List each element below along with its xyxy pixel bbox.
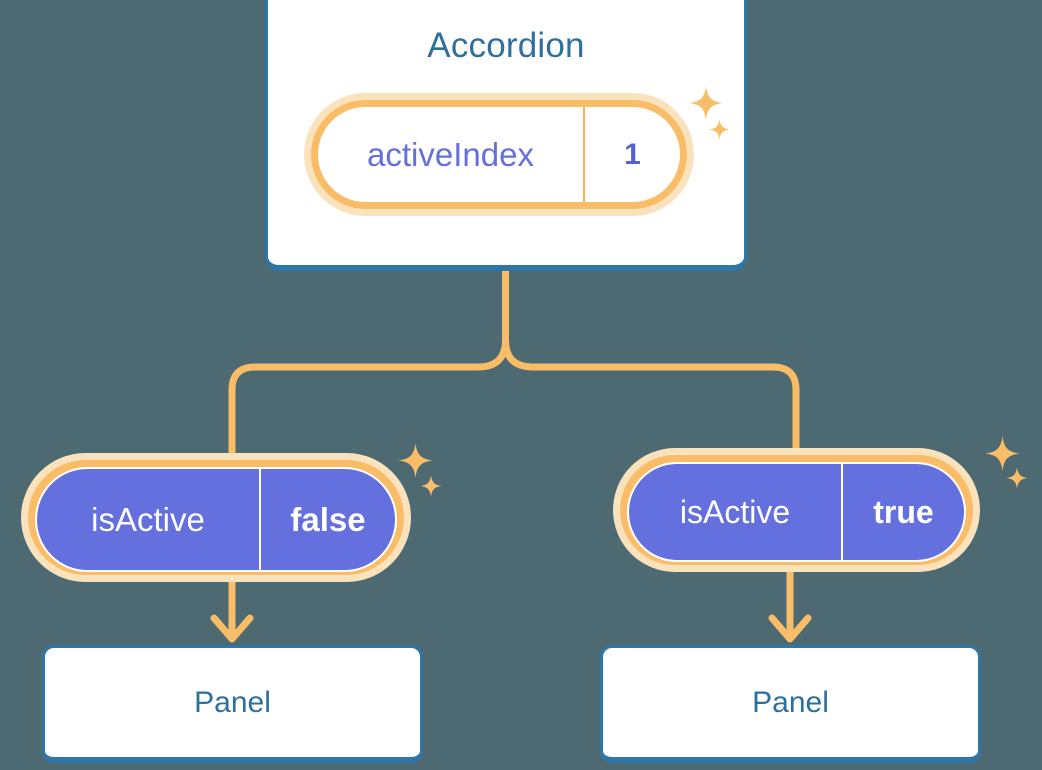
- panel-title: Panel: [752, 685, 829, 719]
- state-pill-key: isActive: [679, 493, 791, 530]
- sparkle-icon: [420, 475, 442, 497]
- state-pill-body: activeIndex 1: [318, 107, 680, 202]
- arrow-right: [768, 565, 812, 643]
- sparkle-icon: [1006, 467, 1028, 489]
- state-pill-is-active-false[interactable]: isActive false: [28, 460, 404, 575]
- panel-card-left[interactable]: Panel: [42, 645, 423, 763]
- accordion-title: Accordion: [427, 26, 585, 65]
- state-pill-is-active-true[interactable]: isActive true: [620, 455, 973, 565]
- panel-card-right[interactable]: Panel: [600, 645, 981, 763]
- state-pill-body: isActive false: [35, 467, 397, 572]
- state-pill-value: false: [259, 469, 395, 570]
- state-pill-value: true: [841, 464, 964, 560]
- state-pill-active-index[interactable]: activeIndex 1: [311, 100, 687, 209]
- sparkle-icon: [398, 443, 433, 478]
- state-pill-key: isActive: [91, 500, 205, 538]
- state-pill-body: isActive true: [627, 462, 966, 562]
- state-pill-key: activeIndex: [367, 135, 534, 173]
- connector-branch-path: [228, 267, 800, 466]
- sparkle-icon: [985, 436, 1020, 471]
- panel-title: Panel: [194, 685, 271, 719]
- state-pill-value: 1: [583, 107, 680, 202]
- arrow-left: [210, 575, 254, 643]
